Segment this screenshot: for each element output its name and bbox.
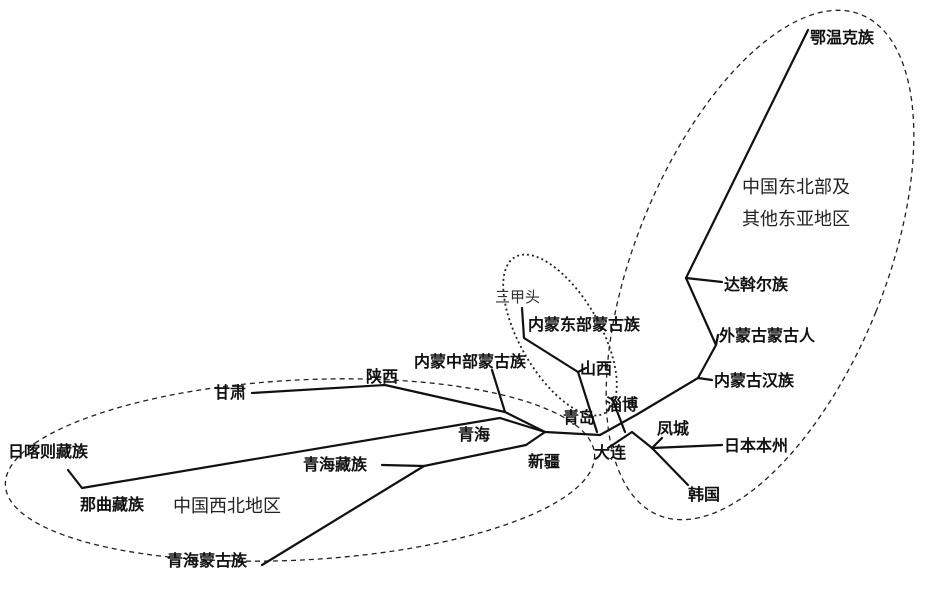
region-label-northeast-line2: 其他东亚地区 — [742, 209, 850, 230]
branch-tibetan-long — [66, 416, 502, 490]
branch-qinghai — [498, 416, 547, 434]
node-label-qingdao: 青岛 — [563, 408, 595, 427]
branch-inner-mongol-han — [696, 376, 714, 382]
node-label-zibo: 淄博 — [606, 395, 638, 414]
node-label-shanxi: 山西 — [580, 359, 612, 378]
node-label-honshu: 日本本州 — [724, 436, 788, 455]
region-label-northeast-line1: 中国东北部及 — [742, 177, 850, 198]
branch-korea — [650, 446, 690, 487]
node-label-inner-mongol-central: 内蒙中部蒙古族 — [414, 352, 527, 371]
branch-fengcheng — [650, 436, 664, 450]
node-label-nagqu: 那曲藏族 — [80, 495, 145, 514]
tree-branches — [66, 28, 810, 567]
node-label-shigatse: 日喀则藏族 — [8, 442, 89, 461]
node-label-korea: 韩国 — [688, 485, 720, 504]
branch-daur — [684, 276, 724, 284]
node-label-outer-mongol: 外蒙古蒙古人 — [718, 326, 816, 345]
branch-honshu — [650, 443, 724, 450]
branch-shanxi — [520, 306, 599, 434]
branch-center — [543, 430, 602, 437]
node-label-qinghai-mongol: 青海蒙古族 — [167, 551, 248, 570]
node-label-daur: 达斡尔族 — [724, 275, 789, 294]
node-label-shaanxi: 陕西 — [366, 367, 398, 386]
node-label-xinjiang: 新疆 — [528, 452, 560, 471]
node-label-ewenki: 鄂温克族 — [810, 28, 875, 47]
node-label-gansu: 甘肃 — [214, 383, 246, 402]
node-label-inner-mongol-han: 内蒙古汉族 — [714, 371, 795, 390]
node-label-fengcheng: 凤城 — [657, 419, 689, 438]
node-label-dalian: 大连 — [594, 443, 627, 462]
branch-shaanxi-gansu — [250, 383, 507, 414]
region-label-northwest: 中国西北地区 — [173, 496, 281, 517]
branch-west-lower — [380, 430, 547, 468]
northwest-china-ellipse — [4, 378, 596, 562]
branch-zibo — [610, 396, 627, 434]
northeast-asia-ellipse — [605, 9, 915, 521]
node-label-qinghai: 青海 — [458, 425, 490, 444]
node-label-sanjiatou: 三甲头 — [495, 288, 540, 306]
sanjiatou-cluster-ellipse — [502, 253, 618, 417]
node-label-inner-mongol-east: 内蒙东部蒙古族 — [528, 315, 641, 334]
branch-shanxi-tip — [576, 366, 588, 374]
branch-outer-mongol — [714, 333, 720, 347]
branch-qinghai-mongol — [260, 464, 426, 567]
node-label-qinghai-tibetan: 青海藏族 — [303, 455, 368, 474]
branch-east-main — [598, 28, 810, 437]
branch-east-lower — [606, 430, 654, 450]
